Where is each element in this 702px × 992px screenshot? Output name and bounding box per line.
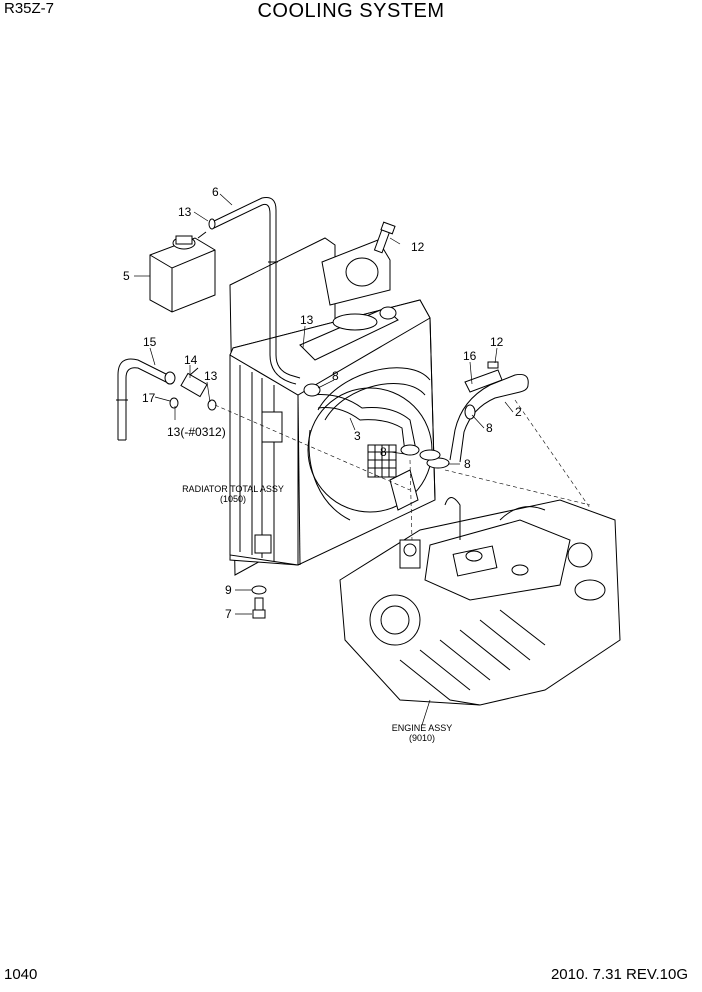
callout-5: 5 — [123, 269, 130, 283]
callout-8: 8 — [380, 445, 387, 459]
callout-12: 12 — [411, 240, 425, 254]
callout-9: 9 — [225, 583, 232, 597]
callout-14: 14 — [184, 353, 198, 367]
callout-12: 12 — [490, 335, 504, 349]
hose-bracket — [464, 361, 503, 393]
bolt-upper — [373, 221, 396, 254]
engine-assy-code: (9010) — [409, 733, 435, 743]
lower-hose — [419, 374, 529, 469]
callout-13-range: 13(-#0312) — [167, 425, 226, 439]
callout-8: 8 — [486, 421, 493, 435]
reservoir-tank — [149, 231, 216, 313]
page-number: 1040 — [4, 966, 38, 983]
callout-2: 2 — [515, 405, 522, 419]
engine-assembly — [339, 497, 621, 706]
drain-hose — [116, 358, 169, 441]
leader-lines — [134, 193, 514, 726]
drain-bolt — [251, 585, 267, 619]
callout-17: 17 — [142, 391, 156, 405]
callout-13: 13 — [178, 205, 192, 219]
overflow-hose — [208, 197, 301, 385]
assembly-labels: RADIATOR TOTAL ASSY (1050) ENGINE ASSY (… — [182, 484, 452, 743]
callouts: 6 13 12 5 13 15 14 8 16 12 17 13 2 3 8 1… — [123, 185, 522, 621]
callout-3: 3 — [354, 429, 361, 443]
radiator-assembly — [229, 237, 436, 576]
page-title: COOLING SYSTEM — [257, 0, 445, 22]
drain-valve — [164, 367, 217, 411]
engine-assy-label: ENGINE ASSY — [392, 723, 453, 733]
callout-6: 6 — [212, 185, 219, 199]
radiator-assy-code: (1050) — [220, 494, 246, 504]
revision-date: 2010. 7.31 REV.10G — [550, 966, 688, 983]
callout-7: 7 — [225, 607, 232, 621]
connector-lines — [214, 399, 591, 541]
callout-16: 16 — [463, 349, 477, 363]
radiator-assy-label: RADIATOR TOTAL ASSY — [182, 484, 284, 494]
callout-13: 13 — [300, 313, 314, 327]
callout-8: 8 — [332, 369, 339, 383]
model-code: R35Z-7 — [4, 0, 55, 17]
callout-15: 15 — [143, 335, 157, 349]
upper-hose — [303, 383, 420, 456]
callout-8: 8 — [464, 457, 471, 471]
callout-13: 13 — [204, 369, 218, 383]
